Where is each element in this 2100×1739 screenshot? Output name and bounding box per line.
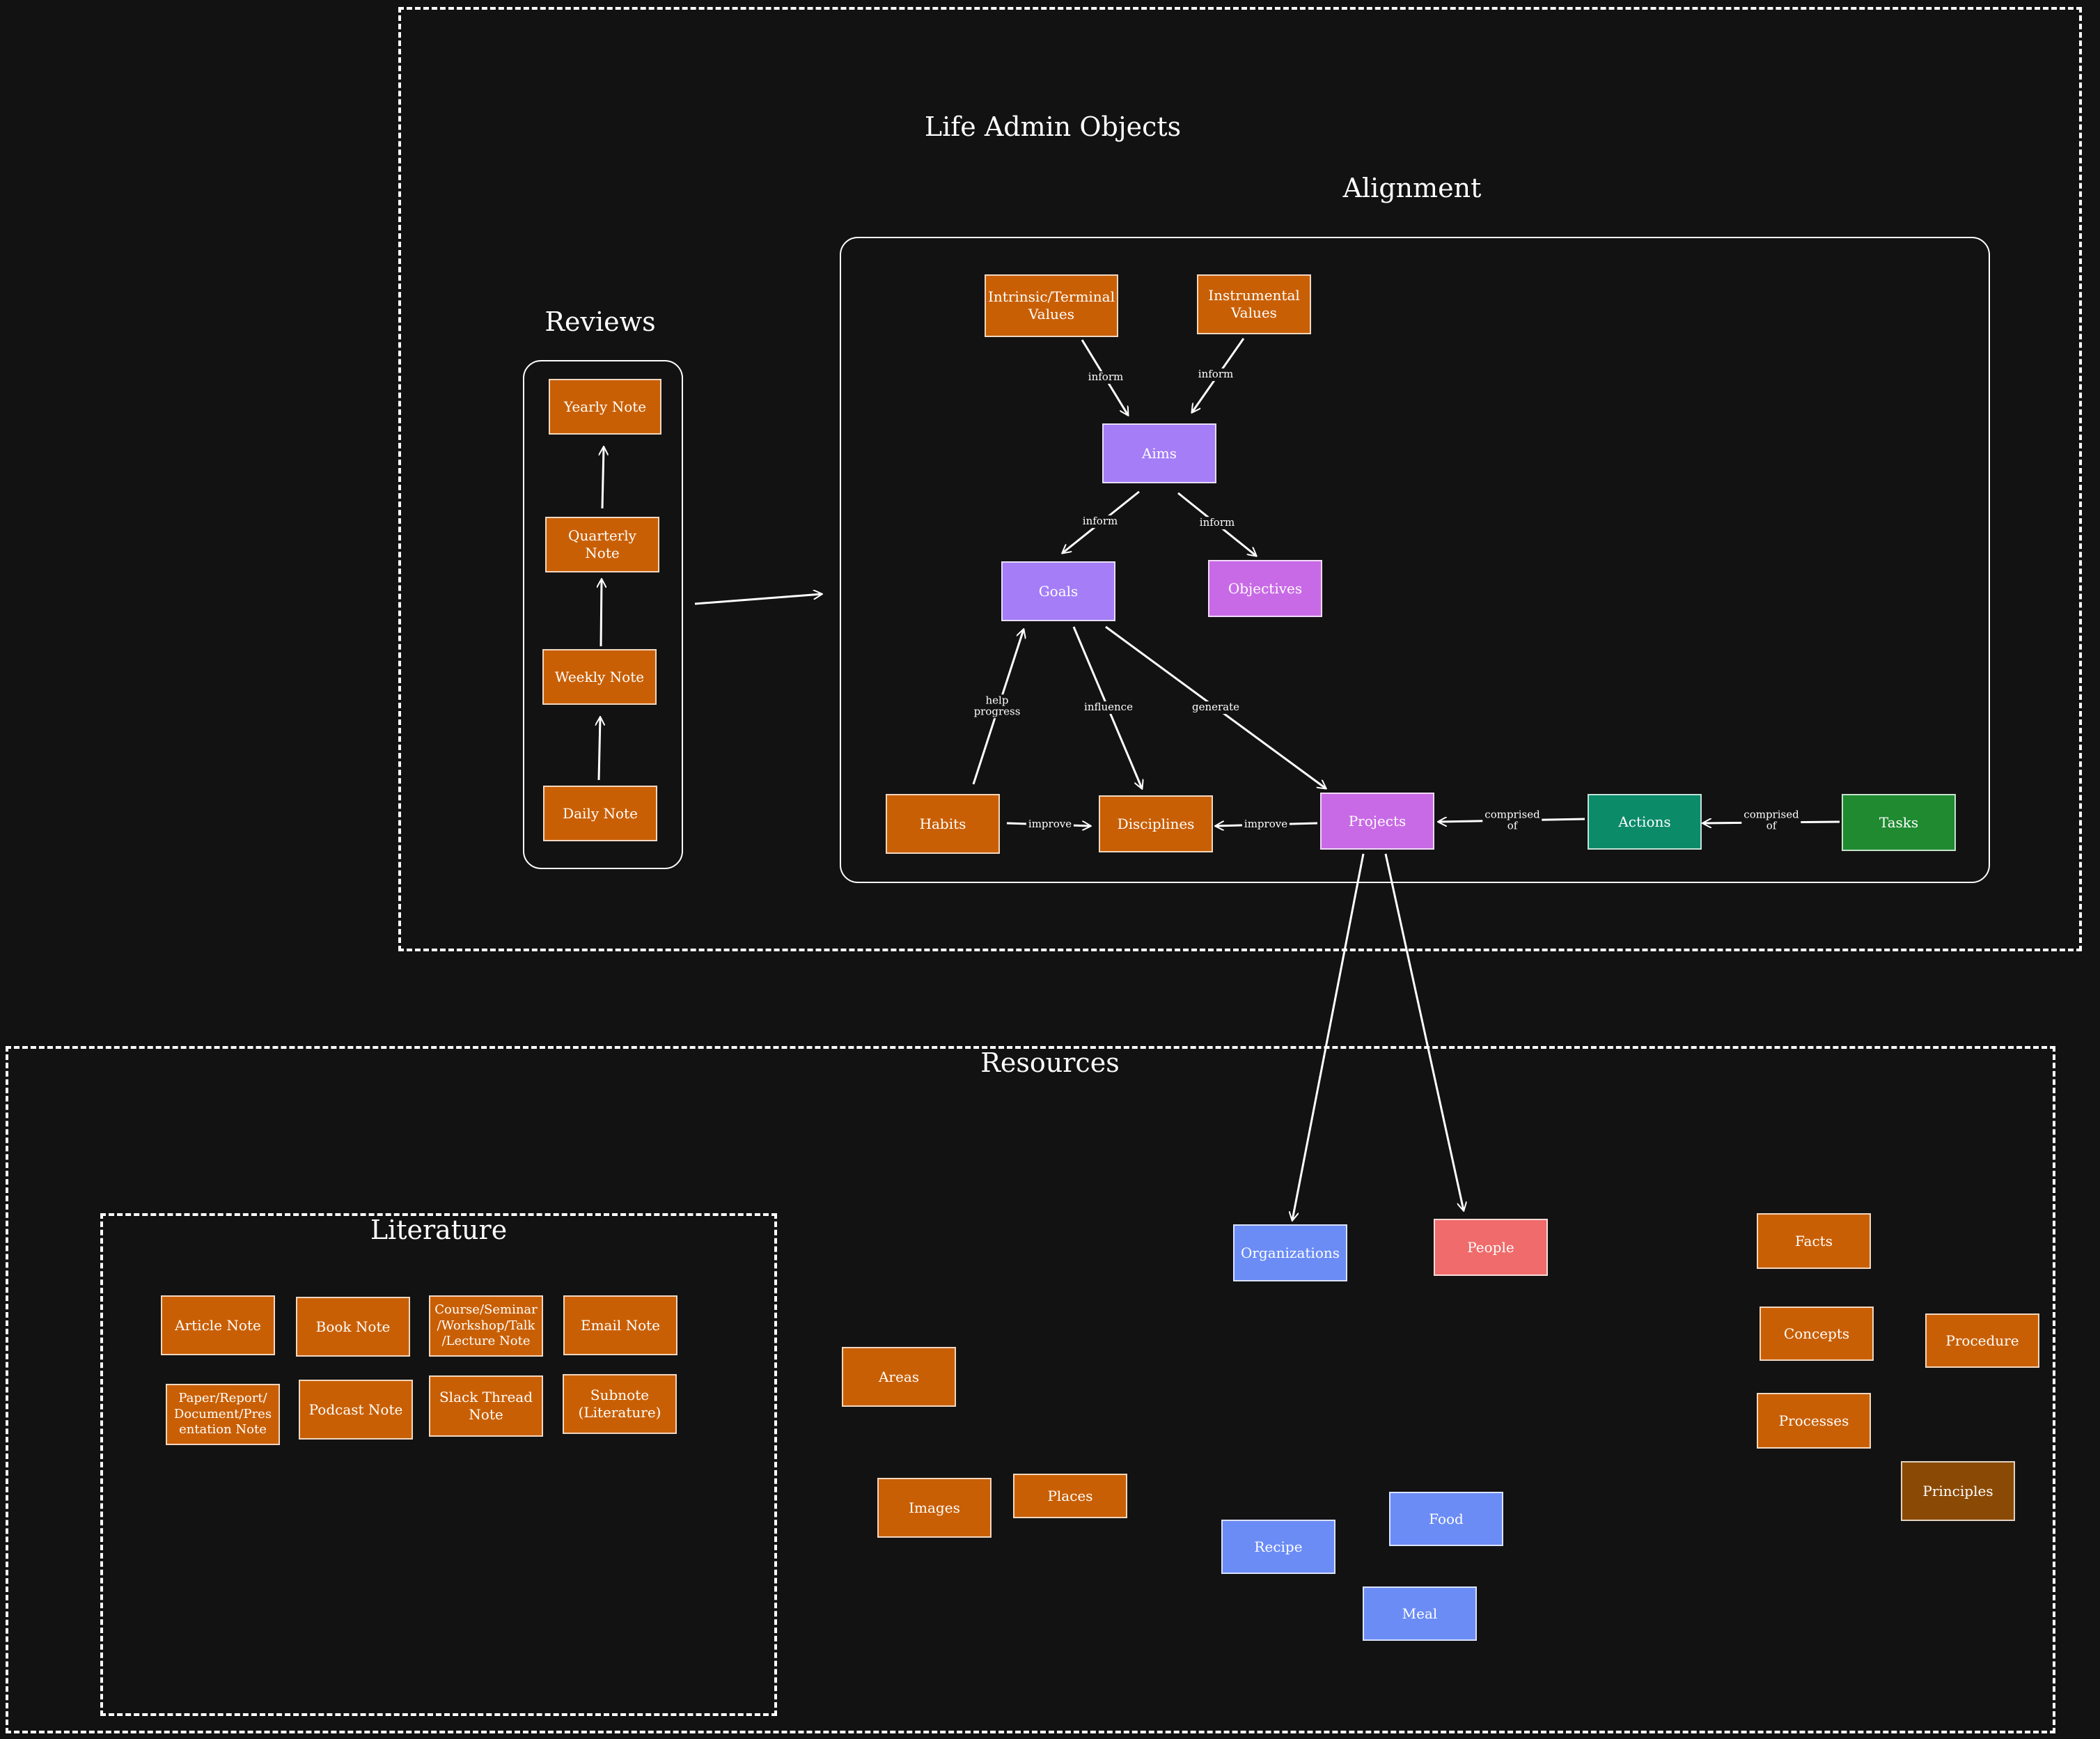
images-node[interactable]: Images (877, 1478, 992, 1538)
alignment-frame (840, 237, 1990, 883)
instrumental-values-node[interactable]: Instrumental Values (1197, 274, 1311, 334)
book-note-node[interactable]: Book Note (296, 1297, 410, 1357)
edge-quarterly-yearly (602, 447, 604, 509)
edge-label-goals-projects: generate (1189, 701, 1242, 714)
recipe-node[interactable]: Recipe (1221, 1520, 1335, 1574)
edge-label-instrumental-aims: inform (1196, 368, 1236, 381)
aims-node[interactable]: Aims (1102, 423, 1216, 483)
quarterly-note-node[interactable]: Quarterly Note (545, 517, 659, 572)
edge-daily-weekly (599, 717, 600, 781)
literature-frame (100, 1213, 777, 1716)
habits-node[interactable]: Habits (886, 794, 1000, 854)
projects-node[interactable]: Projects (1320, 793, 1434, 850)
reviews-frame (523, 360, 683, 869)
intrinsic-values-node[interactable]: Intrinsic/Terminal Values (985, 274, 1118, 337)
edge-projects-organizations (1292, 853, 1365, 1220)
organizations-node[interactable]: Organizations (1233, 1224, 1347, 1281)
edge-label-actions-projects: comprised of (1482, 809, 1542, 832)
procedure-node[interactable]: Procedure (1925, 1313, 2039, 1368)
subnote-literature-node[interactable]: Subnote (Literature) (563, 1374, 677, 1434)
edge-weekly-quarterly (601, 579, 602, 647)
people-node[interactable]: People (1434, 1219, 1548, 1276)
resources-title: Resources (980, 1047, 1120, 1078)
principles-node[interactable]: Principles (1901, 1461, 2015, 1521)
email-note-node[interactable]: Email Note (563, 1295, 677, 1355)
facts-node[interactable]: Facts (1757, 1213, 1871, 1269)
areas-node[interactable]: Areas (842, 1347, 956, 1407)
concepts-node[interactable]: Concepts (1760, 1307, 1874, 1361)
food-node[interactable]: Food (1389, 1492, 1503, 1546)
weekly-note-node[interactable]: Weekly Note (542, 649, 657, 705)
edge-label-habits-goals: help progress (971, 694, 1023, 718)
slack-thread-note-node[interactable]: Slack Thread Note (429, 1375, 543, 1437)
disciplines-node[interactable]: Disciplines (1099, 795, 1213, 852)
yearly-note-node[interactable]: Yearly Note (549, 379, 661, 435)
life-admin-objects-title: Life Admin Objects (924, 111, 1182, 142)
meal-node[interactable]: Meal (1363, 1586, 1477, 1641)
edge-label-intrinsic-aims: inform (1086, 371, 1126, 384)
edge-label-goals-disciplines: influence (1082, 701, 1135, 714)
daily-note-node[interactable]: Daily Note (543, 786, 657, 841)
paper-note-node[interactable]: Paper/Report/ Document/Pres entation Not… (166, 1384, 280, 1445)
objectives-node[interactable]: Objectives (1208, 560, 1322, 617)
edge-label-habits-disciplines: improve (1026, 818, 1074, 831)
literature-title: Literature (370, 1215, 508, 1245)
goals-node[interactable]: Goals (1001, 561, 1115, 621)
edge-label-aims-objectives: inform (1197, 517, 1237, 529)
edge-label-projects-disciplines: improve (1241, 818, 1290, 831)
edge-label-aims-goals: inform (1080, 515, 1120, 528)
tasks-node[interactable]: Tasks (1842, 794, 1956, 851)
article-note-node[interactable]: Article Note (161, 1295, 275, 1355)
processes-node[interactable]: Processes (1757, 1393, 1871, 1449)
edge-label-tasks-actions: comprised of (1741, 809, 1801, 832)
life-admin-objects-frame (398, 7, 2082, 951)
resources-frame (6, 1046, 2055, 1733)
places-node[interactable]: Places (1013, 1474, 1127, 1518)
reviews-title: Reviews (544, 306, 656, 337)
edge-reviews-alignment (694, 594, 822, 605)
podcast-note-node[interactable]: Podcast Note (299, 1380, 413, 1440)
alignment-title: Alignment (1342, 173, 1482, 203)
course-note-node[interactable]: Course/Seminar /Workshop/Talk /Lecture N… (429, 1295, 543, 1357)
actions-node[interactable]: Actions (1588, 794, 1702, 850)
edge-projects-people (1384, 853, 1464, 1210)
